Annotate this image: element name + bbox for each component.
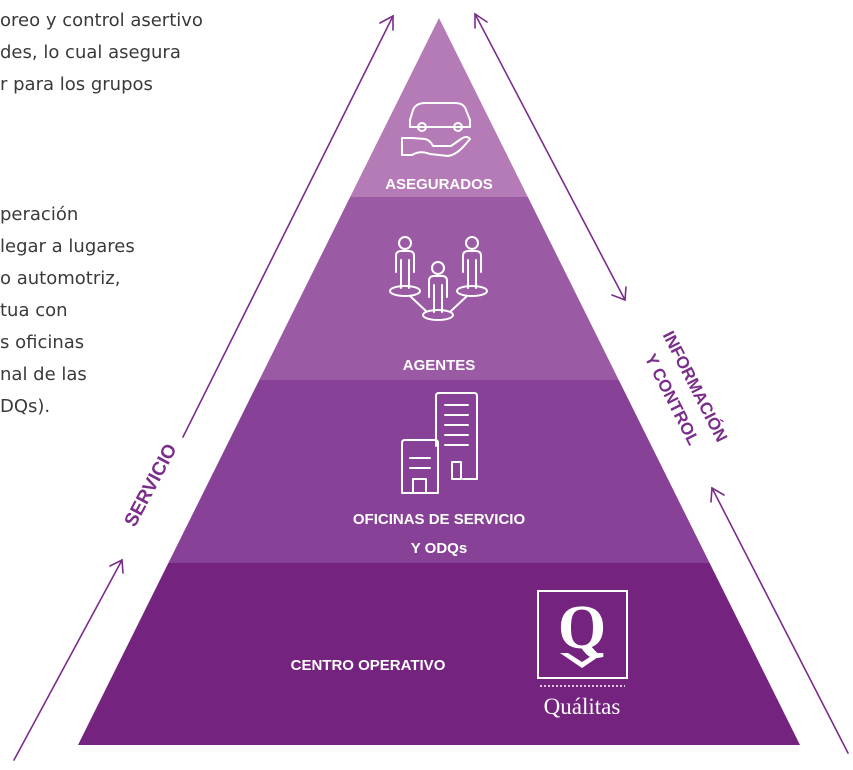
qualitas-logo: Q Quálitas bbox=[537, 590, 628, 719]
tier-agentes bbox=[78, 197, 800, 380]
car-in-hand-icon bbox=[401, 102, 471, 157]
paragraph-line: DQs). bbox=[0, 396, 51, 417]
intro-paragraph: oreo y control asertivo des, lo cual ase… bbox=[0, 5, 275, 101]
logo-letter: Q bbox=[558, 594, 606, 662]
paragraph-line: tua con bbox=[0, 300, 68, 321]
tier-label-oficinas: OFICINAS DE SERVICIO bbox=[353, 511, 526, 528]
paragraph-line: des, lo cual asegura bbox=[0, 42, 181, 63]
paragraph-line: legar a lugares bbox=[0, 236, 135, 257]
tier-centro-operativo bbox=[78, 563, 800, 745]
tier-label-odqs: Y ODQs bbox=[411, 540, 467, 557]
logo-wordmark: Quálitas bbox=[544, 694, 621, 719]
pyramid bbox=[78, 18, 800, 745]
tier-label-asegurados: ASEGURADOS bbox=[385, 176, 493, 193]
paragraph-line: nal de las bbox=[0, 364, 87, 385]
office-buildings-icon bbox=[401, 392, 478, 494]
tier-label-agentes: AGENTES bbox=[403, 357, 476, 374]
informacion-control-arrow bbox=[474, 12, 849, 754]
servicio-arrow bbox=[13, 14, 394, 761]
tier-asegurados bbox=[78, 18, 800, 197]
tier-oficinas bbox=[78, 380, 800, 563]
servicio-label: SERVICIO bbox=[121, 441, 182, 531]
paragraph-line: o automotriz, bbox=[0, 268, 121, 289]
paragraph-line: s oficinas bbox=[0, 332, 85, 353]
paragraph-line: peración bbox=[0, 204, 79, 225]
paragraph-line: oreo y control asertivo bbox=[0, 10, 203, 31]
tier-label-centro-operativo: CENTRO OPERATIVO bbox=[291, 657, 446, 674]
agents-network-icon bbox=[389, 236, 488, 321]
paragraph-line: r para los grupos bbox=[0, 74, 153, 95]
operation-paragraph: peración legar a lugares o automotriz, t… bbox=[0, 199, 220, 423]
